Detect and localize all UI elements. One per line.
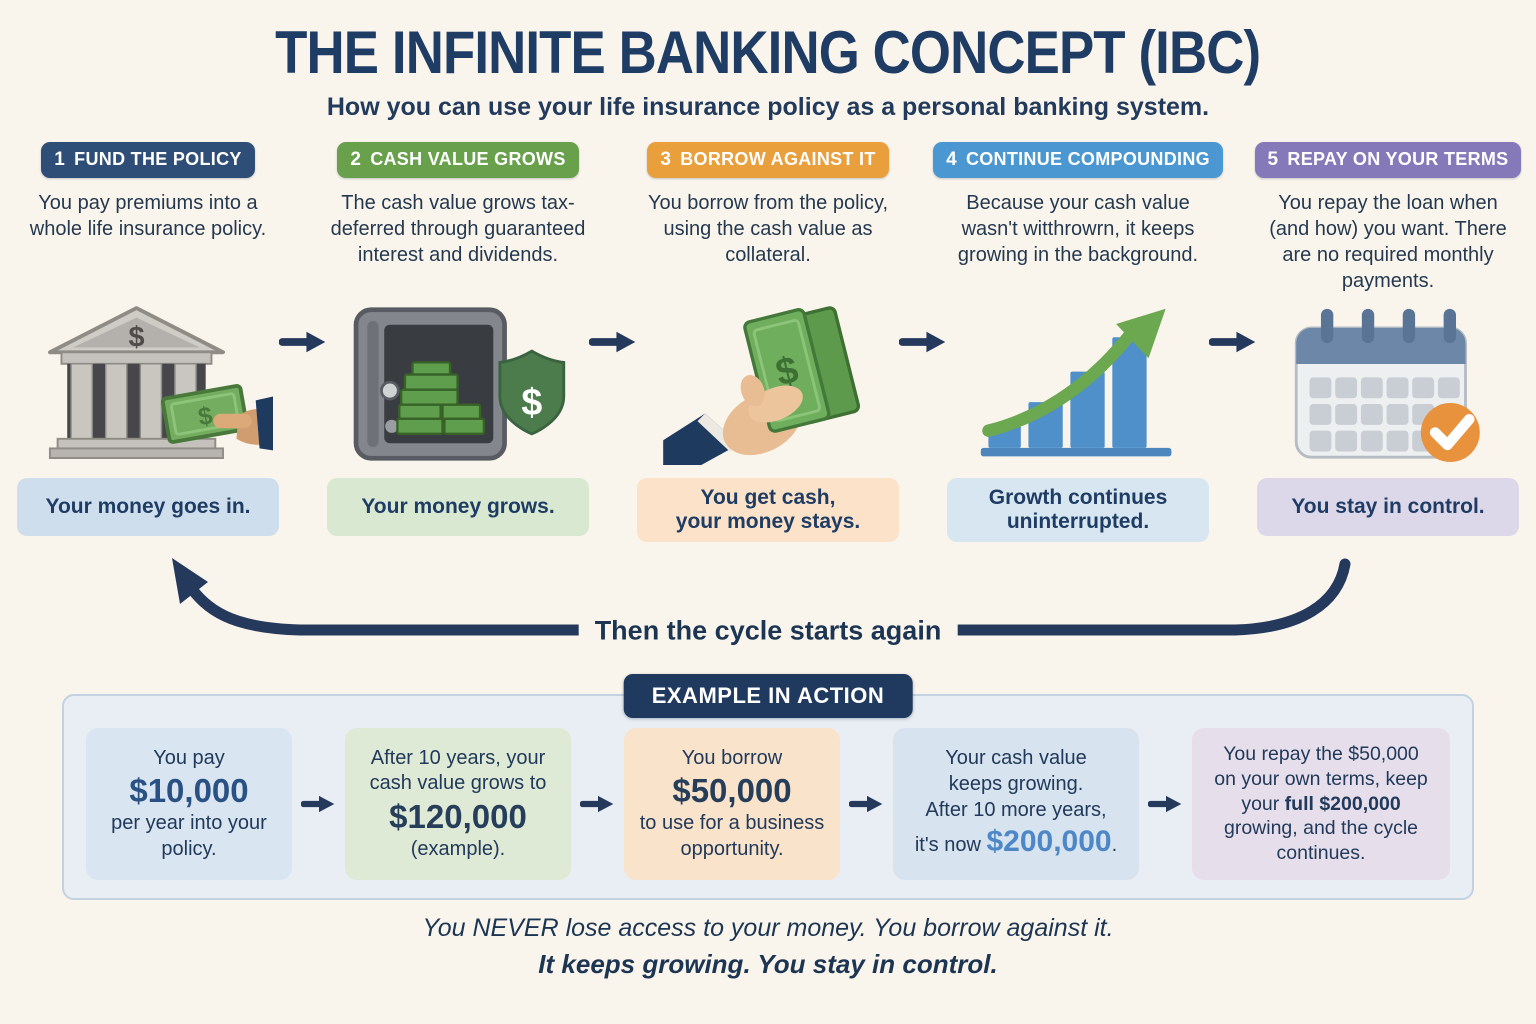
step-1-fund-the-policy: 1 FUND THE POLICY You pay premiums into …: [17, 142, 279, 542]
step-caption: Your money goes in.: [17, 478, 279, 536]
example-header: EXAMPLE IN ACTION: [623, 674, 913, 718]
safe-cash-shield-icon: $: [341, 296, 576, 472]
step-label: FUND THE POLICY: [74, 149, 242, 169]
svg-text:$: $: [196, 401, 215, 431]
step-description: You borrow from the policy, using the ca…: [647, 192, 889, 266]
page-subtitle: How you can use your life insurance poli…: [326, 93, 1210, 121]
example-text: You pay: [153, 746, 225, 769]
example-row: You pay $10,000 per year into your polic…: [86, 728, 1450, 880]
example-amount: $120,000: [389, 798, 527, 835]
example-text: it's now $200,000.: [914, 825, 1118, 859]
arrow-right-icon: [300, 792, 338, 816]
step-number: 2: [350, 149, 362, 170]
growth-bar-chart-icon: [973, 296, 1183, 472]
step-caption: You get cash, your money stays.: [637, 478, 899, 542]
example-box-pay: You pay $10,000 per year into your polic…: [86, 728, 292, 880]
svg-text:$: $: [128, 322, 144, 354]
arrow-right-icon: [848, 792, 886, 816]
step-description: The cash value grows tax-deferred throug…: [330, 192, 586, 266]
hand-holding-cash-icon: $: [663, 296, 873, 472]
bank-deposit-icon: $ $: [23, 296, 273, 472]
step-3-borrow-against-it: 3 BORROW AGAINST IT You borrow from the …: [637, 142, 899, 542]
step-label: REPAY ON YOUR TERMS: [1287, 149, 1509, 169]
step-description: Because your cash value wasn't witthrowr…: [957, 192, 1199, 266]
example-text: Your cash value keeps growing. After 10 …: [925, 747, 1107, 821]
example-amount: $50,000: [672, 772, 792, 810]
example-text: (example).: [410, 837, 506, 860]
example-text: You borrow: [681, 746, 783, 769]
footer-line-1: You NEVER lose access to your money. You…: [422, 914, 1114, 942]
cycle-section: Then the cycle starts again: [0, 556, 1536, 668]
step-description: You pay premiums into a whole life insur…: [29, 192, 267, 240]
page-title: THE INFINITE BANKING CONCEPT (IBC): [275, 19, 1262, 86]
arrow-right-icon: [1147, 792, 1185, 816]
example-amount: $10,000: [129, 772, 249, 810]
step-caption: Your money grows.: [327, 478, 589, 536]
step-badge: 5 REPAY ON YOUR TERMS: [1254, 142, 1522, 178]
example-section: EXAMPLE IN ACTION You pay $10,000 per ye…: [62, 674, 1474, 900]
step-badge: 2 CASH VALUE GROWS: [337, 142, 579, 178]
step-caption: You stay in control.: [1257, 478, 1519, 536]
arrow-right-icon: [589, 142, 637, 542]
step-number: 1: [54, 149, 66, 170]
header: THE INFINITE BANKING CONCEPT (IBC) How y…: [0, 0, 1536, 122]
example-amount: $200,000: [986, 825, 1112, 859]
arrow-right-icon: [899, 142, 947, 542]
step-caption: Growth continues uninterrupted.: [947, 478, 1209, 542]
step-label: CASH VALUE GROWS: [370, 149, 566, 169]
footer: You NEVER lose access to your money. You…: [0, 914, 1536, 980]
example-box-borrow: You borrow $50,000 to use for a business…: [624, 728, 840, 880]
cycle-arrow-icon: [172, 558, 1351, 636]
step-number: 3: [660, 149, 672, 170]
step-5-repay-on-your-terms: 5 REPAY ON YOUR TERMS You repay the loan…: [1254, 142, 1522, 542]
arrow-right-icon: [279, 142, 327, 542]
example-text: to use for a business opportunity.: [639, 812, 825, 860]
arrow-right-icon: [579, 792, 617, 816]
arrow-right-icon: [1209, 142, 1257, 542]
step-badge: 1 FUND THE POLICY: [41, 142, 255, 178]
steps-row: 1 FUND THE POLICY You pay premiums into …: [0, 142, 1536, 542]
svg-text:$: $: [521, 381, 542, 423]
step-label: BORROW AGAINST IT: [680, 149, 876, 169]
step-description: You repay the loan when (and how) you wa…: [1269, 192, 1507, 292]
step-number: 5: [1267, 149, 1279, 170]
footer-line-2: It keeps growing. You stay in control.: [538, 949, 998, 979]
step-label: CONTINUE COMPOUNDING: [965, 149, 1210, 169]
calendar-check-icon: [1281, 296, 1495, 472]
example-text: per year into your policy.: [111, 812, 267, 860]
example-box-grows: After 10 years, your cash value grows to…: [345, 728, 571, 880]
example-box-keeps-growing: Your cash value keeps growing. After 10 …: [893, 728, 1139, 880]
step-4-continue-compounding: 4 CONTINUE COMPOUNDING Because your cash…: [933, 142, 1223, 542]
step-2-cash-value-grows: 2 CASH VALUE GROWS The cash value grows …: [327, 142, 589, 542]
step-badge: 3 BORROW AGAINST IT: [647, 142, 889, 178]
example-box-repay: You repay the $50,000 on your own terms,…: [1192, 728, 1450, 880]
step-badge: 4 CONTINUE COMPOUNDING: [933, 142, 1223, 178]
cycle-label: Then the cycle starts again: [578, 615, 958, 647]
step-number: 4: [946, 149, 957, 170]
example-text: After 10 years, your cash value grows to: [369, 746, 547, 795]
example-text: You repay the $50,000 on your own terms,…: [1214, 742, 1428, 865]
